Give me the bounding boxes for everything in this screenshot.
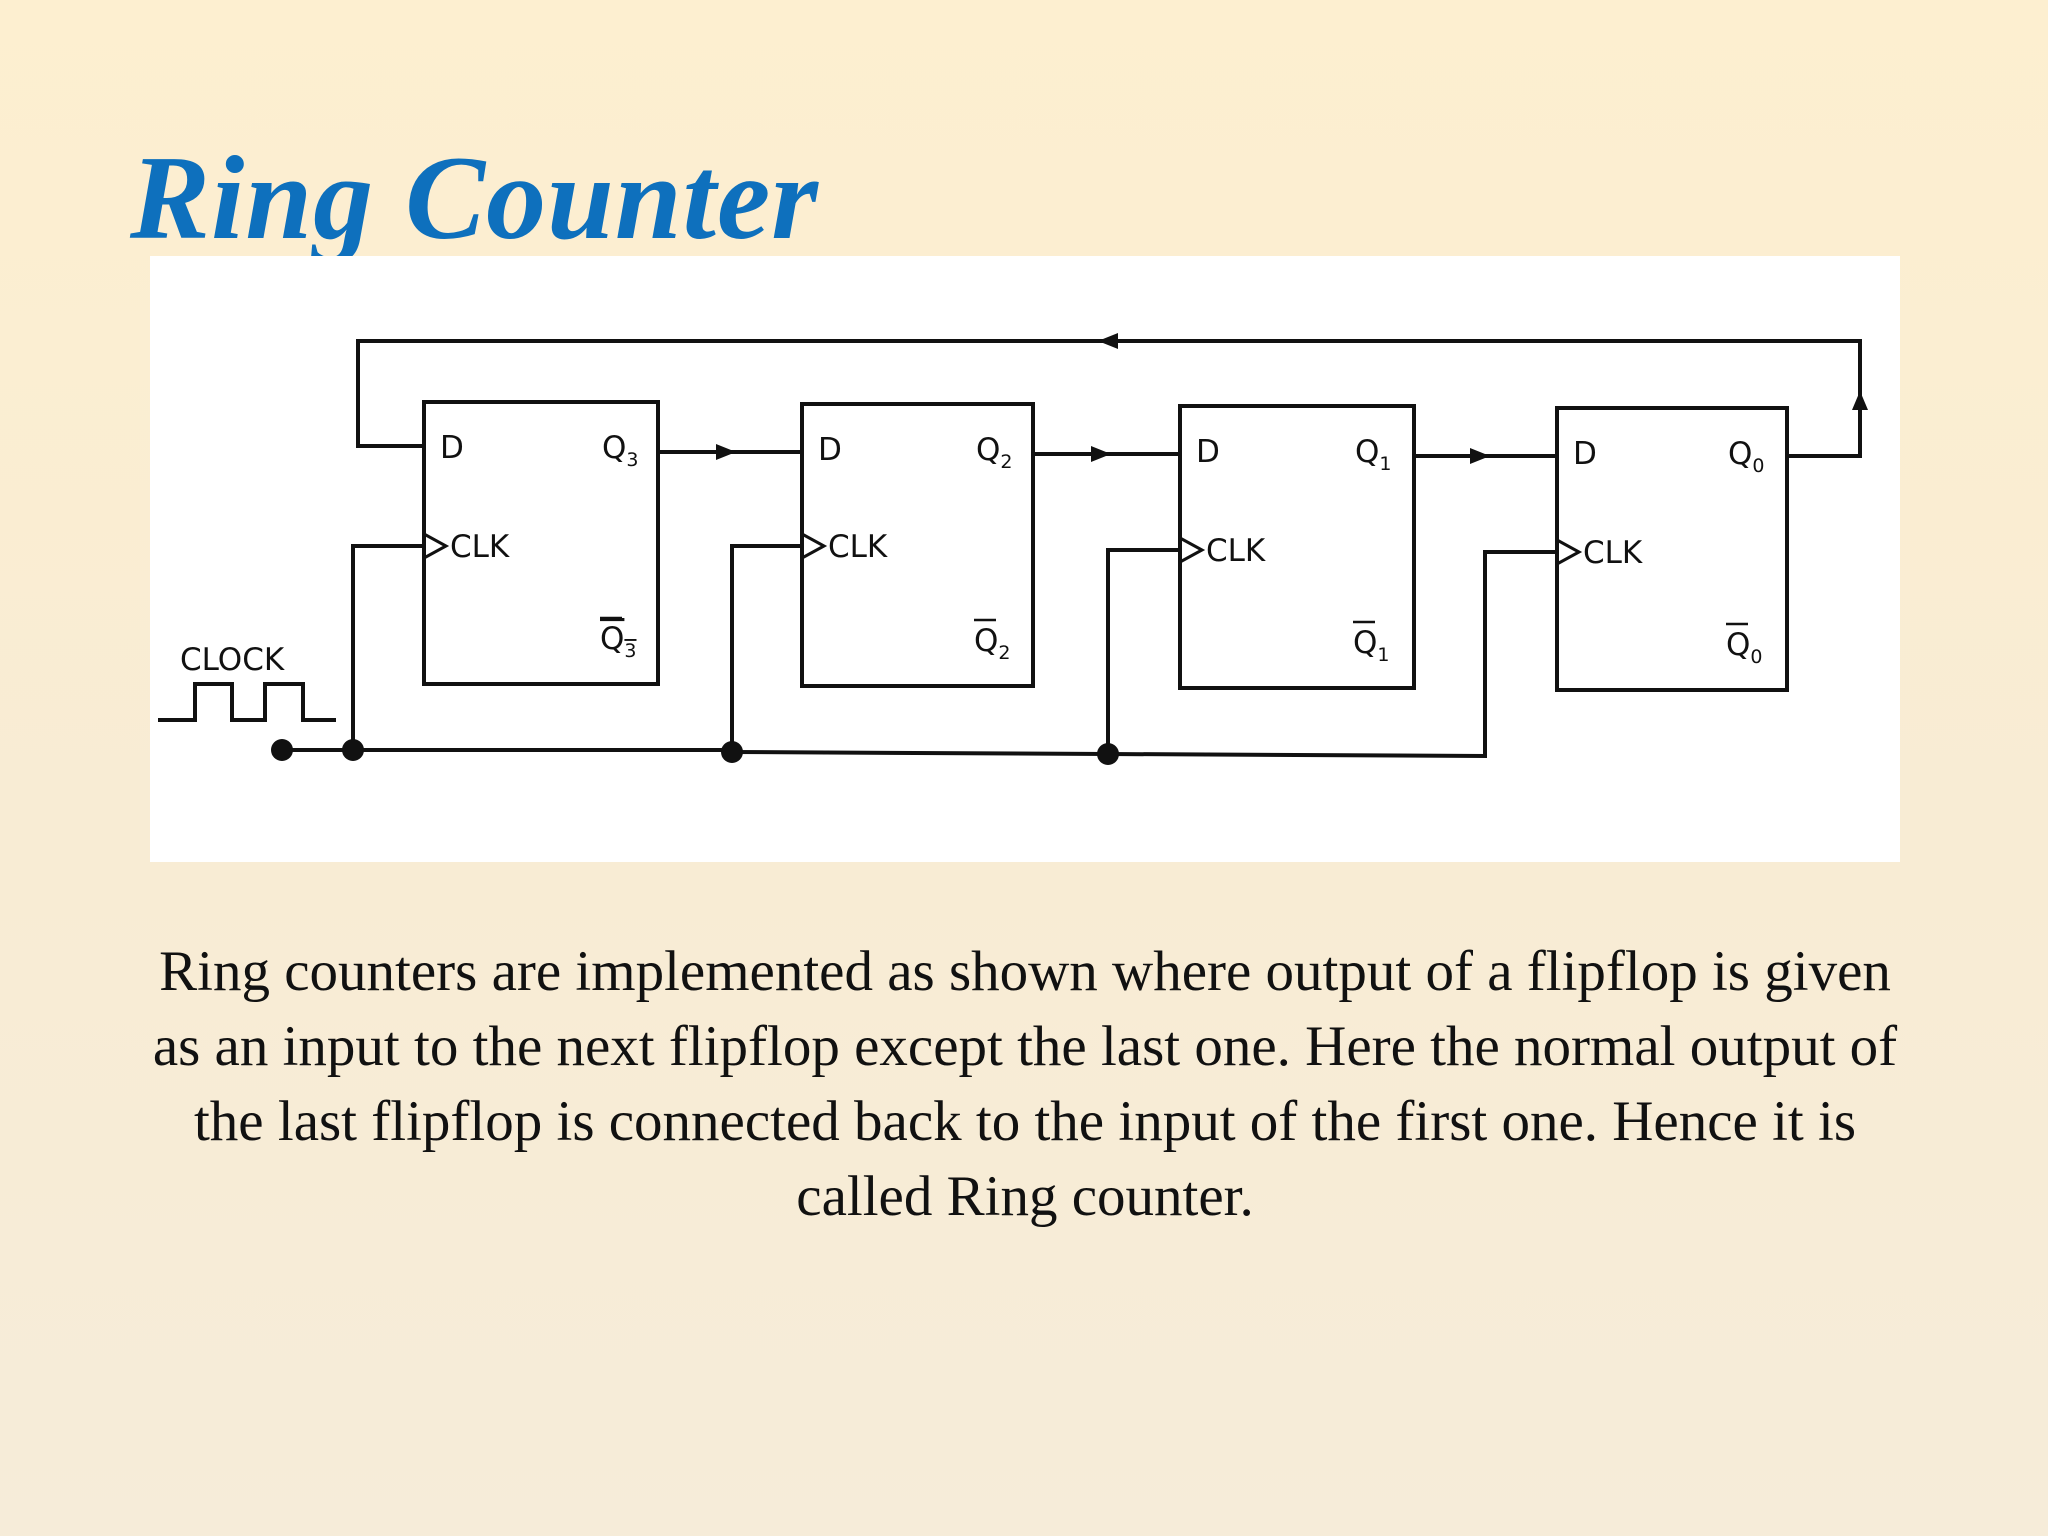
clock-waveform (158, 682, 336, 722)
ff0-qbar-label: Q0 (1726, 627, 1763, 668)
clk-wire-2 (730, 544, 802, 752)
arrow-q1-d0 (1470, 448, 1490, 464)
slide-title: Ring Counter (130, 131, 819, 264)
ff1-qbar-label: Q1 (1353, 625, 1390, 666)
flipflop-0-box (1555, 406, 1789, 692)
ff2-clk-label: CLK (828, 529, 888, 565)
flipflop-1-box (1178, 404, 1416, 690)
clk-triangle-1 (1179, 536, 1206, 564)
ff2-qbar-label: Q2 (974, 623, 1011, 664)
clk-triangle-2 (801, 532, 828, 560)
ff1-d-label: D (1196, 434, 1220, 470)
junction-dot-3 (1097, 743, 1119, 765)
clk-wire-1 (351, 544, 424, 750)
ff3-clk-label: CLK (450, 529, 510, 565)
clk-triangle-0 (1556, 538, 1583, 566)
circuit-svg: CLOCK D CLK Q3 Q3 D CLK Q2 Q2 D CLK Q1 Q… (158, 333, 1868, 765)
arrow-q3-d2 (716, 444, 736, 460)
ff0-q-label: Q0 (1728, 436, 1765, 477)
ff3-d-label: D (440, 430, 464, 466)
ff2-q-label: Q2 (976, 432, 1013, 473)
ff3-qbar-label: Q3 (600, 621, 637, 662)
clk-triangle-3 (423, 532, 450, 560)
ring-counter-diagram: CLOCK D CLK Q3 Q3 D CLK Q2 Q2 D CLK Q1 Q… (150, 256, 1900, 862)
ff1-q-label: Q1 (1355, 434, 1392, 475)
clock-bus-2 (731, 550, 1557, 759)
ff1-clk-label: CLK (1206, 533, 1266, 569)
clk-wire-3 (1106, 548, 1180, 754)
flipflop-2-box (800, 402, 1035, 688)
junction-dot-2 (721, 741, 743, 763)
ff0-d-label: D (1573, 436, 1597, 472)
arrow-q2-d1 (1091, 446, 1111, 462)
ff2-d-label: D (818, 432, 842, 468)
slide-description: Ring counters are implemented as shown w… (152, 940, 1898, 1228)
ff0-clk-label: CLK (1583, 535, 1643, 571)
ff3-q-label: Q3 (602, 430, 639, 471)
flipflop-3-box (422, 400, 660, 686)
junction-dot-1 (342, 739, 364, 761)
arrow-feedback (1098, 333, 1118, 349)
clock-source-dot (271, 739, 293, 761)
arrow-q0-up (1852, 391, 1868, 410)
clock-label: CLOCK (180, 642, 285, 678)
